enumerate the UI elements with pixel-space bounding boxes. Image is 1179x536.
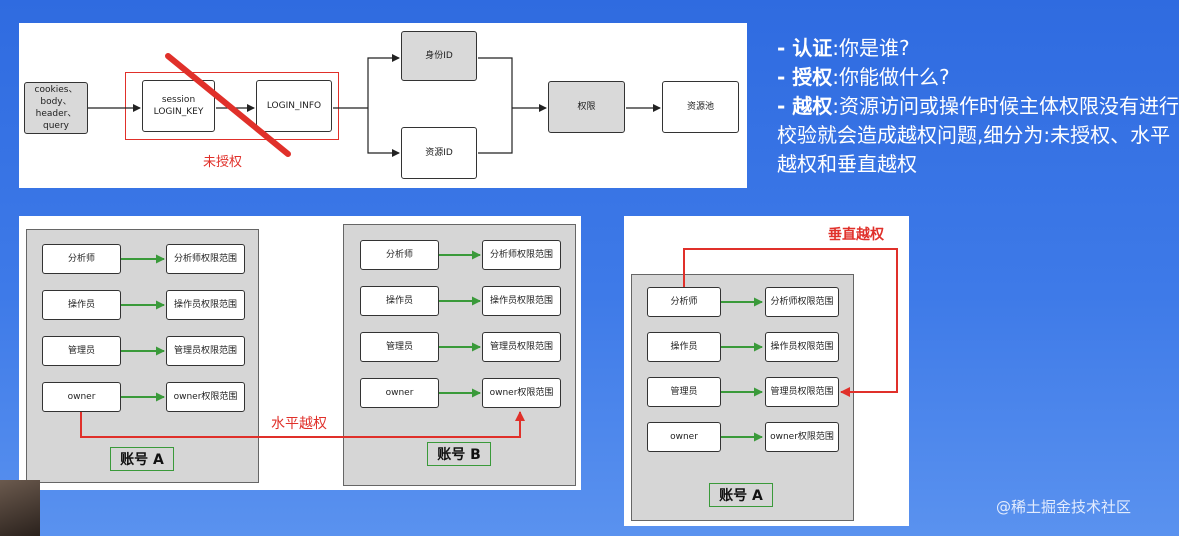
authentication-term: - 认证 xyxy=(777,36,833,60)
scope-box: 操作员权限范围 xyxy=(482,286,561,316)
role-box: owner xyxy=(647,422,721,452)
role-box: 管理员 xyxy=(42,336,121,366)
vertical-escalation-panel: 分析师 操作员 管理员 owner 分析师权限范围 操作员权限范围 管理员权限范… xyxy=(624,216,909,526)
role-box: 分析师 xyxy=(42,244,121,274)
account-a-label: 账号 A xyxy=(709,483,773,507)
scope-box: owner权限范围 xyxy=(765,422,839,452)
role-box: 管理员 xyxy=(647,377,721,407)
account-b-label: 账号 B xyxy=(427,442,491,466)
account-a-label: 账号 A xyxy=(110,447,174,471)
request-input-box: cookies、 body、 header、 query xyxy=(24,82,88,134)
session-login-key-box: session LOGIN_KEY xyxy=(142,80,215,132)
authorization-desc: :你能做什么? xyxy=(832,65,950,89)
presenter-camera-thumbnail xyxy=(0,480,40,536)
role-box: 管理员 xyxy=(360,332,439,362)
resource-id-box: 资源ID xyxy=(401,127,477,179)
vertical-escalation-label: 垂直越权 xyxy=(828,227,884,243)
role-box: 操作员 xyxy=(42,290,121,320)
horizontal-escalation-panel: 分析师 操作员 管理员 owner 分析师权限范围 操作员权限范围 管理员权限范… xyxy=(19,216,581,490)
identity-id-box: 身份ID xyxy=(401,31,477,81)
login-info-box: LOGIN_INFO xyxy=(256,80,332,132)
horizontal-escalation-label: 水平越权 xyxy=(271,416,327,432)
scope-box: 管理员权限范围 xyxy=(166,336,245,366)
unauthorized-label: 未授权 xyxy=(203,155,243,170)
scope-box: 操作员权限范围 xyxy=(166,290,245,320)
role-box: 分析师 xyxy=(360,240,439,270)
definition-list: - 认证:你是谁? - 授权:你能做什么? - 越权:资源访问或操作时候主体权限… xyxy=(777,34,1179,179)
role-box: owner xyxy=(360,378,439,408)
role-box: 操作员 xyxy=(647,332,721,362)
scope-box: 操作员权限范围 xyxy=(765,332,839,362)
watermark: @稀土掘金技术社区 xyxy=(996,498,1132,516)
scope-box: 分析师权限范围 xyxy=(166,244,245,274)
resource-pool-box: 资源池 xyxy=(662,81,739,133)
privilege-escalation-term: - 越权 xyxy=(777,94,833,118)
role-box: 分析师 xyxy=(647,287,721,317)
scope-box: owner权限范围 xyxy=(482,378,561,408)
privilege-escalation-definition: - 越权:资源访问或操作时候主体权限没有进行校验就会造成越权问题,细分为:未授权… xyxy=(777,92,1179,179)
authentication-definition: - 认证:你是谁? xyxy=(777,34,1179,63)
scope-box: 管理员权限范围 xyxy=(482,332,561,362)
privilege-escalation-desc: :资源访问或操作时候主体权限没有进行校验就会造成越权问题,细分为:未授权、水平越… xyxy=(777,94,1179,176)
role-box: 操作员 xyxy=(360,286,439,316)
scope-box: 分析师权限范围 xyxy=(482,240,561,270)
authentication-desc: :你是谁? xyxy=(832,36,910,60)
scope-box: 分析师权限范围 xyxy=(765,287,839,317)
permission-box: 权限 xyxy=(548,81,625,133)
auth-flow-panel: cookies、 body、 header、 query session LOG… xyxy=(19,23,747,188)
role-box: owner xyxy=(42,382,121,412)
scope-box: owner权限范围 xyxy=(166,382,245,412)
authorization-term: - 授权 xyxy=(777,65,833,89)
scope-box: 管理员权限范围 xyxy=(765,377,839,407)
authorization-definition: - 授权:你能做什么? xyxy=(777,63,1179,92)
